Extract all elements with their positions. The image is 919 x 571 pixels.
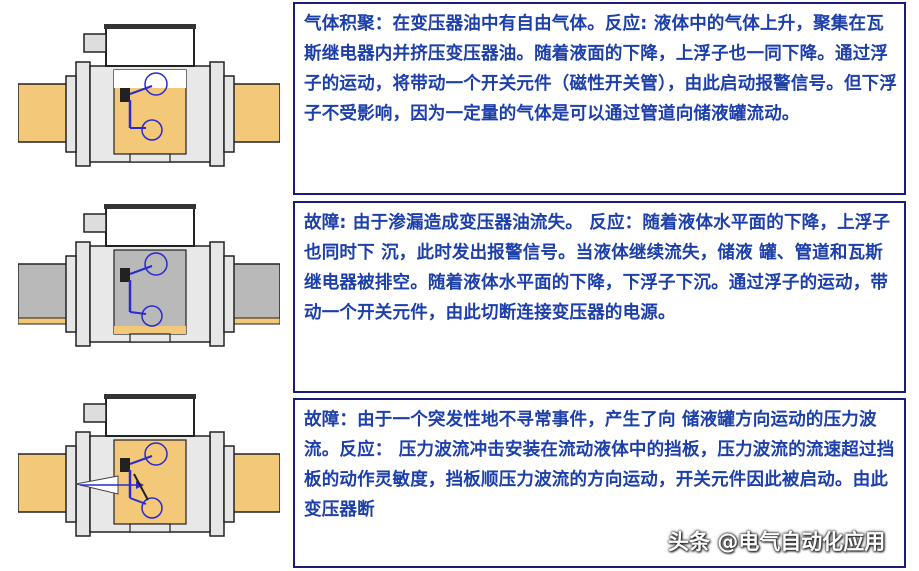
left-flange-inner bbox=[65, 75, 77, 153]
top-housing bbox=[105, 395, 195, 437]
upper-float bbox=[144, 252, 168, 276]
switch-block bbox=[120, 458, 130, 472]
watermark: 头条 @电气自动化应用 bbox=[668, 530, 886, 554]
switch-block bbox=[120, 268, 130, 282]
bottom-support bbox=[129, 333, 171, 343]
right-flange-inner bbox=[223, 75, 235, 153]
gas-pocket bbox=[114, 70, 186, 88]
right-flange bbox=[209, 61, 225, 167]
cable-gland bbox=[83, 403, 107, 423]
lower-float bbox=[141, 119, 163, 141]
right-flange-inner bbox=[223, 445, 235, 523]
baffle-plate bbox=[133, 473, 149, 501]
panel-text: 故障：由于一个突发性地不寻常事件，产生了向 储液罐方向运动的压力波流。反应： 压… bbox=[304, 410, 895, 520]
upper-float-arm bbox=[129, 455, 153, 465]
lower-float bbox=[141, 497, 163, 519]
switch-block bbox=[120, 88, 130, 102]
panel-text: 故障: 由于渗漏造成变压器油流失。 反应：随着液体水平面的下降，上浮子也同时下 … bbox=[304, 213, 891, 323]
lower-float-arm bbox=[129, 311, 147, 315]
upper-float bbox=[144, 72, 168, 96]
oil-loss-description: 故障: 由于渗漏造成变压器油流失。 反应：随着液体水平面的下降，上浮子也同时下 … bbox=[293, 201, 906, 393]
lower-float bbox=[141, 305, 163, 327]
pressure-surge-diagram bbox=[18, 394, 280, 537]
upper-float bbox=[144, 442, 168, 466]
top-cap bbox=[104, 394, 196, 399]
top-cap bbox=[104, 24, 196, 29]
gas-accumulation-diagram bbox=[18, 24, 280, 167]
upper-float-arm bbox=[129, 265, 153, 275]
left-flange bbox=[75, 61, 91, 167]
bottom-support bbox=[129, 153, 171, 163]
left-flange-inner bbox=[65, 255, 77, 333]
right-flange bbox=[209, 431, 225, 537]
pressure-surge-description: 故障：由于一个突发性地不寻常事件，产生了向 储液罐方向运动的压力波流。反应： 压… bbox=[293, 398, 906, 568]
relay-chamber bbox=[113, 439, 187, 525]
bottom-support bbox=[129, 523, 171, 533]
left-flange bbox=[75, 241, 91, 347]
top-housing bbox=[105, 205, 195, 247]
chamber-oil-residue bbox=[114, 326, 186, 334]
relay-chamber bbox=[113, 249, 187, 335]
panel-text: 气体积聚：在变压器油中有自由气体。反应: 液体中的气体上升，聚集在瓦斯继电器内并… bbox=[304, 14, 898, 124]
upper-float-arm bbox=[129, 85, 153, 95]
oil-loss-diagram bbox=[18, 204, 280, 347]
left-flange-inner bbox=[65, 445, 77, 523]
right-flange bbox=[209, 241, 225, 347]
cable-gland bbox=[83, 213, 107, 233]
right-flange-inner bbox=[223, 255, 235, 333]
top-housing bbox=[105, 25, 195, 67]
top-cap bbox=[104, 204, 196, 209]
cable-gland bbox=[83, 33, 107, 53]
lower-float-arm bbox=[129, 497, 147, 505]
gas-accumulation-description: 气体积聚：在变压器油中有自由气体。反应: 液体中的气体上升，聚集在瓦斯继电器内并… bbox=[293, 2, 906, 195]
